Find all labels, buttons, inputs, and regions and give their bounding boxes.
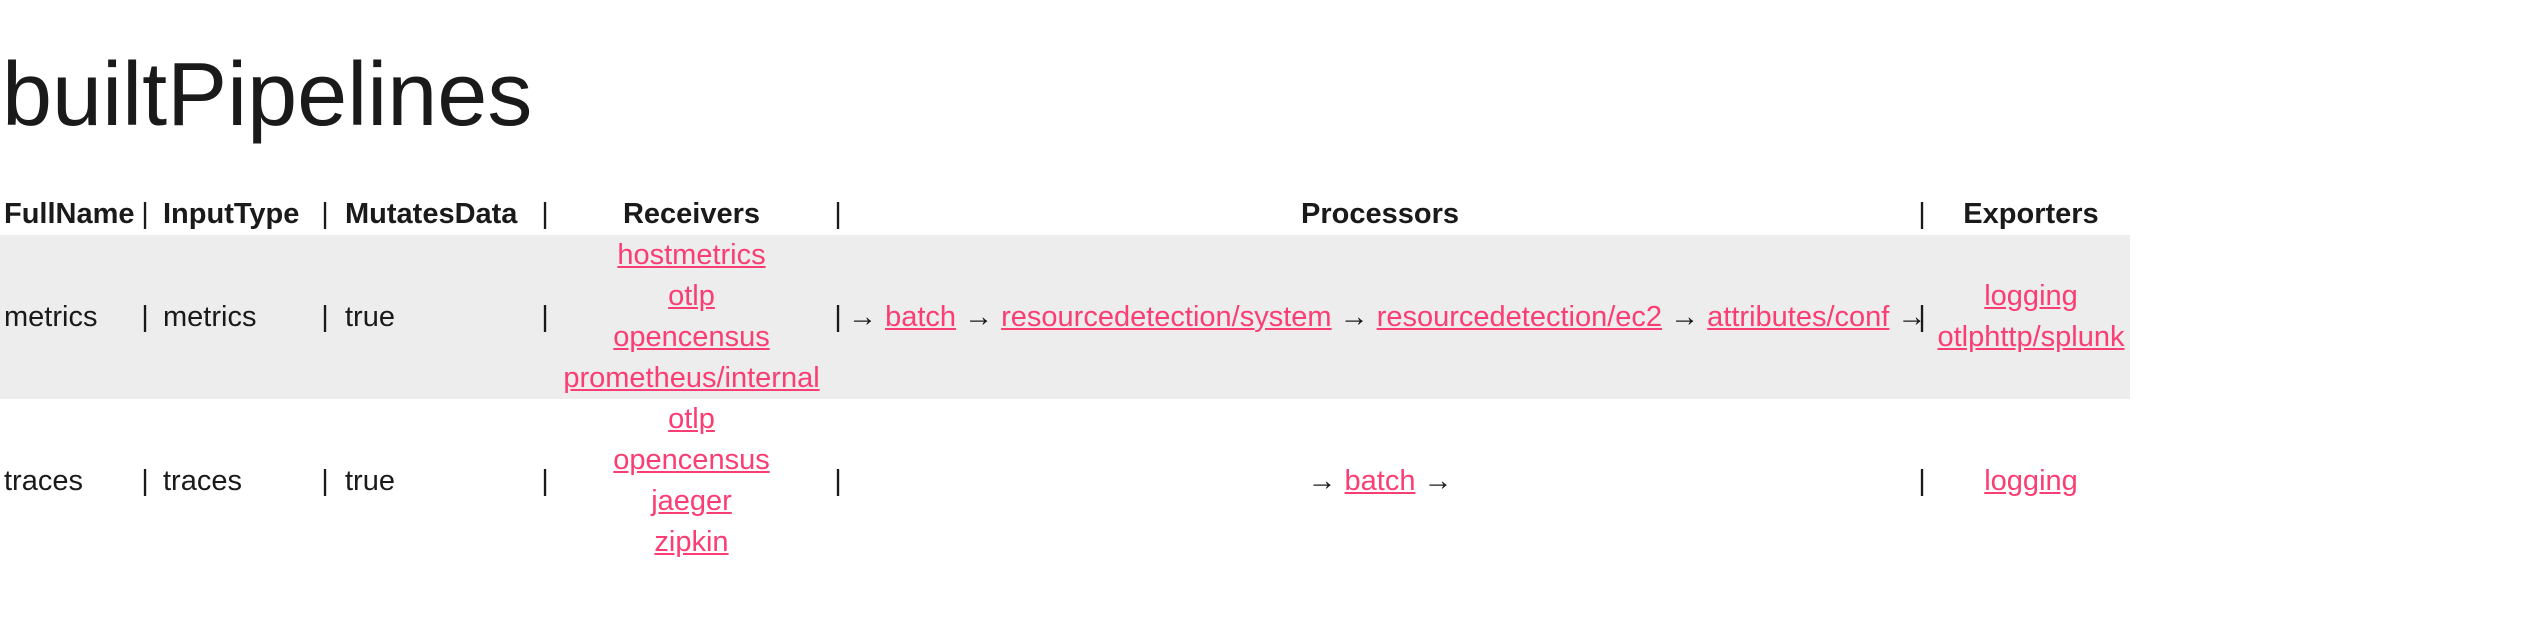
receiver-link[interactable]: hostmetrics: [617, 239, 766, 271]
receiver-line: opencensus: [555, 317, 828, 358]
arrow-icon: →: [1423, 464, 1453, 497]
arrow-icon: →: [1897, 300, 1927, 333]
column-header-mutatesdata: MutatesData: [345, 198, 518, 230]
arrow-icon: →: [1670, 300, 1700, 333]
cell-separator: |: [834, 300, 842, 333]
arrow-icon: →: [1339, 300, 1369, 333]
column-separator: |: [541, 198, 549, 230]
cell-separator: |: [321, 464, 329, 497]
cell-separator: |: [834, 464, 842, 497]
arrow-icon: →: [964, 300, 994, 333]
exporter-line: logging: [1932, 276, 2130, 317]
processor-link[interactable]: batch: [885, 300, 957, 333]
cell-separator: |: [541, 464, 549, 497]
arrow-icon: →: [848, 300, 877, 333]
exporter-link[interactable]: logging: [1984, 280, 2078, 312]
cell-fullname: metrics: [4, 300, 98, 333]
receiver-link[interactable]: zipkin: [654, 526, 729, 558]
receiver-link[interactable]: jaeger: [651, 485, 732, 517]
cell-separator: |: [1918, 300, 1926, 333]
arrow-icon: →: [1307, 464, 1337, 497]
cell-exporters: logging otlphttp/splunk: [1932, 235, 2130, 399]
cell-separator: |: [141, 464, 149, 497]
column-header-exporters: Exporters: [1963, 198, 2099, 230]
column-separator: |: [834, 198, 842, 230]
exporter-link[interactable]: otlphttp/splunk: [1937, 321, 2125, 353]
processor-link[interactable]: attributes/conf: [1707, 300, 1890, 333]
processor-link[interactable]: batch: [1344, 464, 1416, 497]
cell-receivers: hostmetrics otlp opencensus prometheus/inte…: [555, 235, 828, 399]
receiver-line: hostmetrics: [555, 235, 828, 276]
cell-fullname: traces: [4, 464, 83, 497]
exporter-line: otlphttp/splunk: [1932, 317, 2130, 358]
exporter-line: logging: [1932, 461, 2130, 502]
pipelines-table-body: metrics | metrics | true | hostmetrics ot…: [0, 235, 2130, 563]
receiver-link[interactable]: prometheus/internal: [563, 362, 820, 394]
column-header-processors: Processors: [1301, 198, 1459, 230]
cell-processors: → batch →: [848, 399, 1912, 563]
column-header-fullname: FullName: [4, 198, 135, 230]
pipelines-table: FullName | InputType | MutatesData | Rec…: [0, 194, 2130, 563]
cell-exporters: logging: [1932, 399, 2130, 563]
column-header-receivers: Receivers: [622, 198, 761, 230]
column-header-inputtype: InputType: [163, 198, 300, 230]
receiver-line: prometheus/internal: [555, 358, 828, 399]
receiver-line: jaeger: [555, 481, 828, 522]
receiver-line: otlp: [555, 276, 828, 317]
cell-receivers: otlp opencensus jaeger zipkin: [555, 399, 828, 563]
receiver-line: zipkin: [555, 522, 828, 563]
receiver-link[interactable]: otlp: [668, 280, 715, 312]
cell-separator: |: [541, 300, 549, 333]
processor-link[interactable]: resourcedetection/system: [1001, 300, 1332, 333]
page-title: builtPipelines: [2, 45, 533, 145]
receiver-link[interactable]: opencensus: [613, 321, 770, 353]
cell-inputtype: metrics: [163, 300, 257, 333]
pipelinez-page: builtPipelines FullName | InputType | Mu…: [0, 44, 2538, 563]
receiver-line: otlp: [555, 399, 828, 440]
processor-link[interactable]: resourcedetection/ec2: [1376, 300, 1663, 333]
receiver-link[interactable]: opencensus: [613, 444, 770, 476]
table-header-row: FullName | InputType | MutatesData | Rec…: [0, 194, 2130, 235]
cell-separator: |: [1918, 464, 1926, 497]
receiver-link[interactable]: otlp: [668, 403, 715, 435]
receiver-line: opencensus: [555, 440, 828, 481]
column-separator: |: [141, 198, 149, 230]
pipeline-row: traces | traces | true | otlp opencensus j…: [0, 399, 2130, 563]
cell-separator: |: [141, 300, 149, 333]
pipeline-row: metrics | metrics | true | hostmetrics ot…: [0, 235, 2130, 399]
cell-inputtype: traces: [163, 464, 242, 497]
cell-processors: → batch → resourcedetection/system → res…: [848, 235, 1926, 399]
cell-mutatesdata: true: [345, 300, 395, 333]
cell-mutatesdata: true: [345, 464, 395, 497]
exporter-link[interactable]: logging: [1984, 464, 2078, 497]
column-separator: |: [321, 198, 329, 230]
column-separator: |: [1918, 198, 1926, 230]
cell-separator: |: [321, 300, 329, 333]
